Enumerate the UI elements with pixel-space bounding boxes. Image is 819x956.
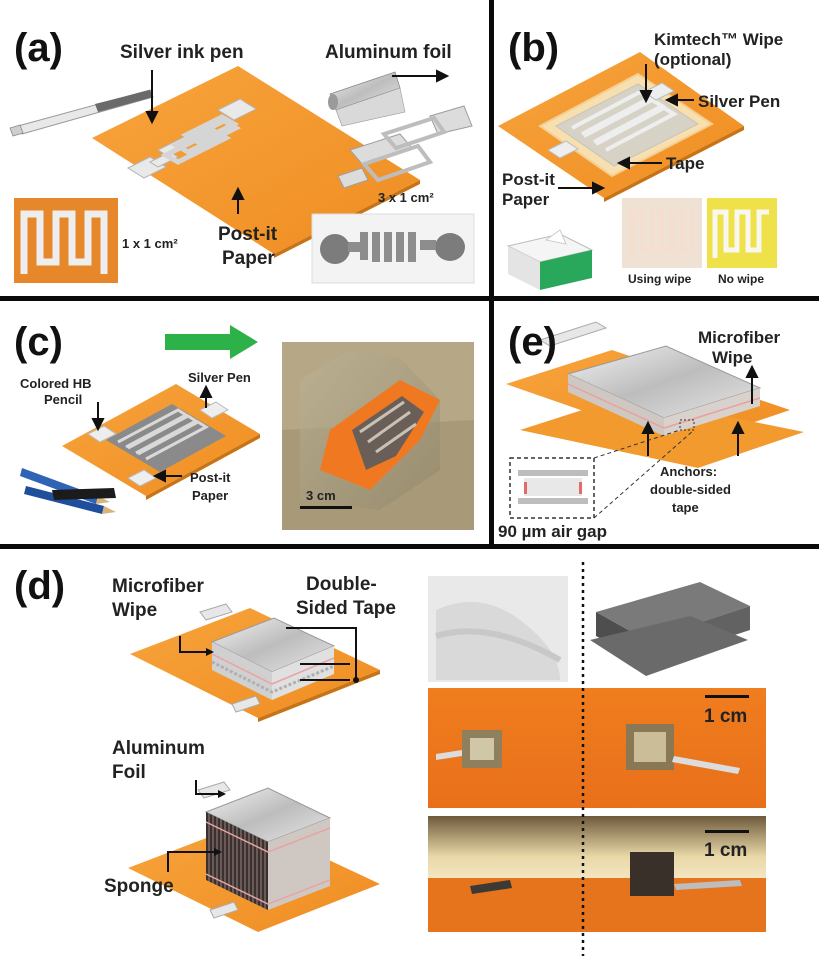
aluminum-circuit-pieces (337, 105, 473, 189)
scale-bar-c (300, 506, 352, 509)
label-post-it-a-2: Paper (222, 248, 275, 269)
panel-label-b: (b) (508, 26, 560, 70)
label-colored-hb-2: Pencil (44, 392, 83, 407)
label-aluminum-2: Foil (112, 762, 146, 783)
label-double-sided-2: Sided Tape (296, 598, 396, 619)
label-post-it-c-2: Paper (192, 488, 229, 503)
post-it-paper-a (92, 66, 420, 254)
panel-label-c: (c) (14, 320, 63, 364)
label-microfiber-e-2: Wipe (712, 348, 753, 367)
panel-a-illustration (9, 66, 475, 284)
label-aluminum-foil: Aluminum foil (325, 42, 452, 63)
label-tape-b: Tape (666, 154, 705, 173)
label-post-it-b-2: Paper (502, 190, 550, 209)
aluminum-pattern-photo (320, 232, 465, 264)
label-post-it-b-1: Post-it (502, 170, 555, 189)
panel-d-illustration (128, 562, 766, 956)
label-scale-c: 3 cm (306, 488, 336, 503)
label-microfiber-d-1: Microfiber (112, 576, 204, 597)
silver-ink-circuit (126, 98, 258, 179)
annotation-arrows (91, 64, 759, 483)
label-kimtech-wipe-2: (optional) (654, 50, 732, 69)
label-air-gap: 90 µm air gap (498, 522, 608, 541)
scale-bar-d-1 (705, 695, 749, 698)
label-size-large: 3 x 1 cm² (378, 190, 434, 205)
pencil-icon (20, 468, 116, 514)
label-scale-d-2: 1 cm (704, 840, 748, 861)
green-arrow-icon (165, 325, 258, 359)
label-no-wipe: No wipe (718, 272, 765, 286)
label-double-sided-1: Double- (306, 574, 377, 595)
label-using-wipe: Using wipe (628, 272, 692, 286)
label-sponge: Sponge (104, 876, 174, 897)
label-colored-hb-1: Colored HB (20, 376, 92, 391)
aluminum-foil-roll-icon (328, 71, 406, 127)
scale-bar-d-2 (705, 830, 749, 833)
divider-vertical-top (489, 0, 494, 548)
label-silver-ink-pen: Silver ink pen (120, 42, 244, 63)
panel-label-d: (d) (14, 564, 66, 608)
panel-label-e: (e) (508, 320, 557, 364)
label-post-it-c-1: Post-it (190, 470, 231, 485)
label-microfiber-d-2: Wipe (112, 600, 158, 621)
label-post-it-a-1: Post-it (218, 224, 278, 245)
kimwipe-box-icon (506, 229, 594, 290)
label-anchors-3: tape (672, 500, 699, 515)
panel-e-illustration (506, 321, 804, 519)
silver-pen-icon (9, 89, 154, 137)
label-microfiber-e-1: Microfiber (698, 328, 781, 347)
divider-horizontal-2 (0, 544, 819, 549)
label-kimtech-wipe-1: Kimtech™ Wipe (654, 30, 784, 49)
label-aluminum-1: Aluminum (112, 738, 205, 759)
panel-c-illustration (20, 325, 474, 530)
label-silver-pen-b: Silver Pen (698, 92, 781, 111)
label-size-small: 1 x 1 cm² (122, 236, 178, 251)
label-anchors-2: double-sided (650, 482, 731, 497)
label-anchors-1: Anchors: (660, 464, 718, 479)
label-silver-pen-c: Silver Pen (188, 370, 251, 385)
label-scale-d-1: 1 cm (704, 706, 748, 727)
divider-horizontal-1 (0, 296, 819, 301)
panel-label-a: (a) (14, 26, 63, 70)
